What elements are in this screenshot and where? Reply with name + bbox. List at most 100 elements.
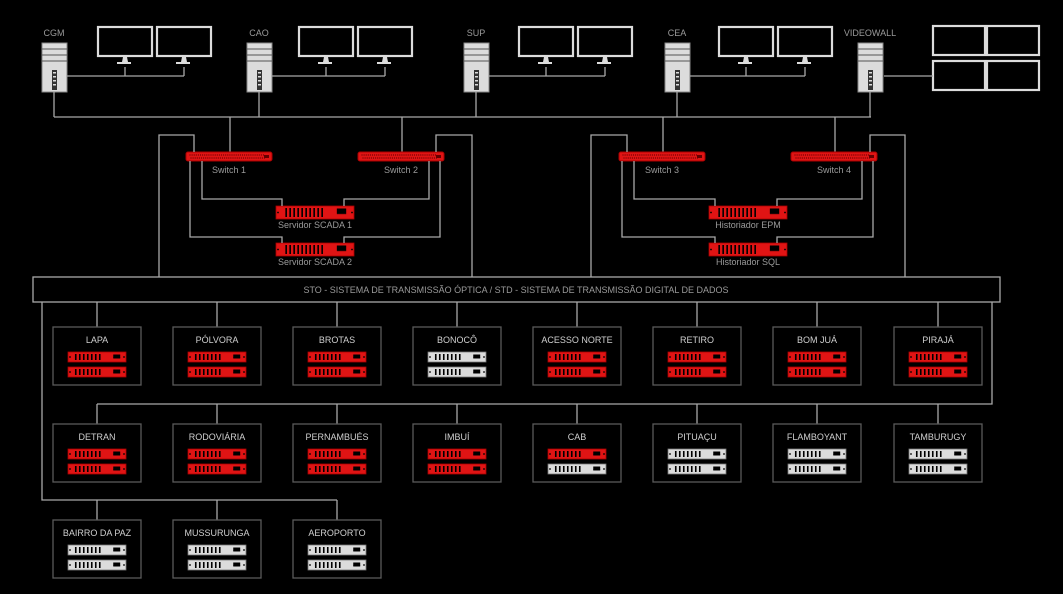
server-icon	[708, 242, 788, 257]
videowall-panel	[931, 24, 987, 57]
std-network-bar	[32, 276, 1001, 303]
server-icon	[275, 242, 355, 257]
site-server-icon	[187, 366, 247, 378]
server-label: Servidor SCADA 2	[278, 257, 352, 267]
network-label: STO - SISTEMA DE TRANSMISSÃO ÓPTICA / ST…	[303, 285, 728, 295]
site-server-icon	[67, 544, 127, 556]
site-label: ACESSO NORTE	[541, 335, 612, 345]
connection-line	[201, 161, 283, 206]
switch-icon	[790, 151, 878, 162]
monitor-icon	[155, 25, 213, 64]
site-server-icon	[307, 366, 367, 378]
server-label: Historiador EPM	[715, 220, 781, 230]
site-server-icon	[547, 351, 607, 363]
switch-label: Switch 1	[212, 165, 246, 175]
connection-line	[621, 161, 716, 243]
site-label: AEROPORTO	[308, 528, 365, 538]
site-server-icon	[67, 463, 127, 475]
connection-line	[690, 67, 806, 77]
workstation-tower-icon	[246, 42, 273, 93]
switch-icon	[618, 151, 706, 162]
videowall-panel	[931, 59, 987, 92]
workstation-label: CAO	[249, 28, 269, 38]
connection-line	[776, 161, 874, 243]
site-label: TAMBURUGY	[910, 432, 967, 442]
site-label: PERNAMBUÉS	[305, 432, 368, 442]
switch-label: Switch 2	[384, 165, 418, 175]
monitor-icon	[96, 25, 154, 64]
connection-line	[41, 302, 337, 501]
site-server-icon	[427, 366, 487, 378]
switch-label: Switch 3	[645, 165, 679, 175]
workstation-tower-icon	[857, 42, 884, 93]
site-label: RODOVIÁRIA	[189, 432, 246, 442]
site-server-icon	[187, 559, 247, 571]
site-server-icon	[667, 366, 727, 378]
site-server-icon	[67, 351, 127, 363]
connection-line	[869, 134, 906, 277]
site-label: MUSSURUNGA	[184, 528, 249, 538]
videowall-panel	[985, 24, 1041, 57]
site-server-icon	[427, 448, 487, 460]
monitor-icon	[576, 25, 634, 64]
site-server-icon	[547, 463, 607, 475]
site-label: RETIRO	[680, 335, 714, 345]
connection-line	[343, 161, 441, 243]
site-server-icon	[427, 463, 487, 475]
server-label: Historiador SQL	[716, 257, 780, 267]
connection-line	[343, 161, 430, 206]
site-server-icon	[307, 448, 367, 460]
workstation-tower-icon	[463, 42, 490, 93]
server-label: Servidor SCADA 1	[278, 220, 352, 230]
connection-line	[189, 161, 283, 243]
monitor-icon	[356, 25, 414, 64]
site-server-icon	[187, 351, 247, 363]
monitor-icon	[776, 25, 834, 64]
workstation-label: VIDEOWALL	[844, 28, 896, 38]
switch-icon	[357, 151, 445, 162]
monitor-icon	[717, 25, 775, 64]
connection-line	[158, 134, 195, 277]
site-server-icon	[667, 351, 727, 363]
site-label: PIRAJÁ	[922, 335, 954, 345]
monitor-icon	[517, 25, 575, 64]
site-server-icon	[667, 448, 727, 460]
site-label: CAB	[568, 432, 587, 442]
connection-line	[97, 302, 993, 405]
site-label: IMBUÍ	[444, 432, 470, 442]
workstation-tower-icon	[41, 42, 68, 93]
connection-line	[489, 67, 606, 77]
site-server-icon	[187, 463, 247, 475]
site-server-icon	[547, 448, 607, 460]
connection-line	[67, 67, 185, 77]
site-server-icon	[547, 366, 607, 378]
connection-line	[272, 67, 386, 77]
site-server-icon	[67, 366, 127, 378]
site-server-icon	[908, 448, 968, 460]
site-label: PITUAÇU	[677, 432, 717, 442]
videowall-icon	[931, 24, 1041, 92]
connection-line	[590, 134, 628, 277]
site-label: BAIRRO DA PAZ	[63, 528, 132, 538]
site-server-icon	[787, 351, 847, 363]
server-icon	[275, 205, 355, 220]
site-server-icon	[667, 463, 727, 475]
monitor-icon	[297, 25, 355, 64]
switch-label: Switch 4	[817, 165, 851, 175]
switch-icon	[185, 151, 273, 162]
site-server-icon	[307, 544, 367, 556]
workstation-tower-icon	[664, 42, 691, 93]
workstation-label: CGM	[44, 28, 65, 38]
site-server-icon	[187, 544, 247, 556]
site-server-icon	[67, 559, 127, 571]
site-label: LAPA	[86, 335, 108, 345]
site-server-icon	[307, 463, 367, 475]
site-server-icon	[307, 559, 367, 571]
site-server-icon	[187, 448, 247, 460]
site-server-icon	[427, 351, 487, 363]
site-label: BONOCÔ	[437, 335, 477, 345]
site-server-icon	[908, 463, 968, 475]
server-icon	[708, 205, 788, 220]
workstation-label: SUP	[467, 28, 486, 38]
